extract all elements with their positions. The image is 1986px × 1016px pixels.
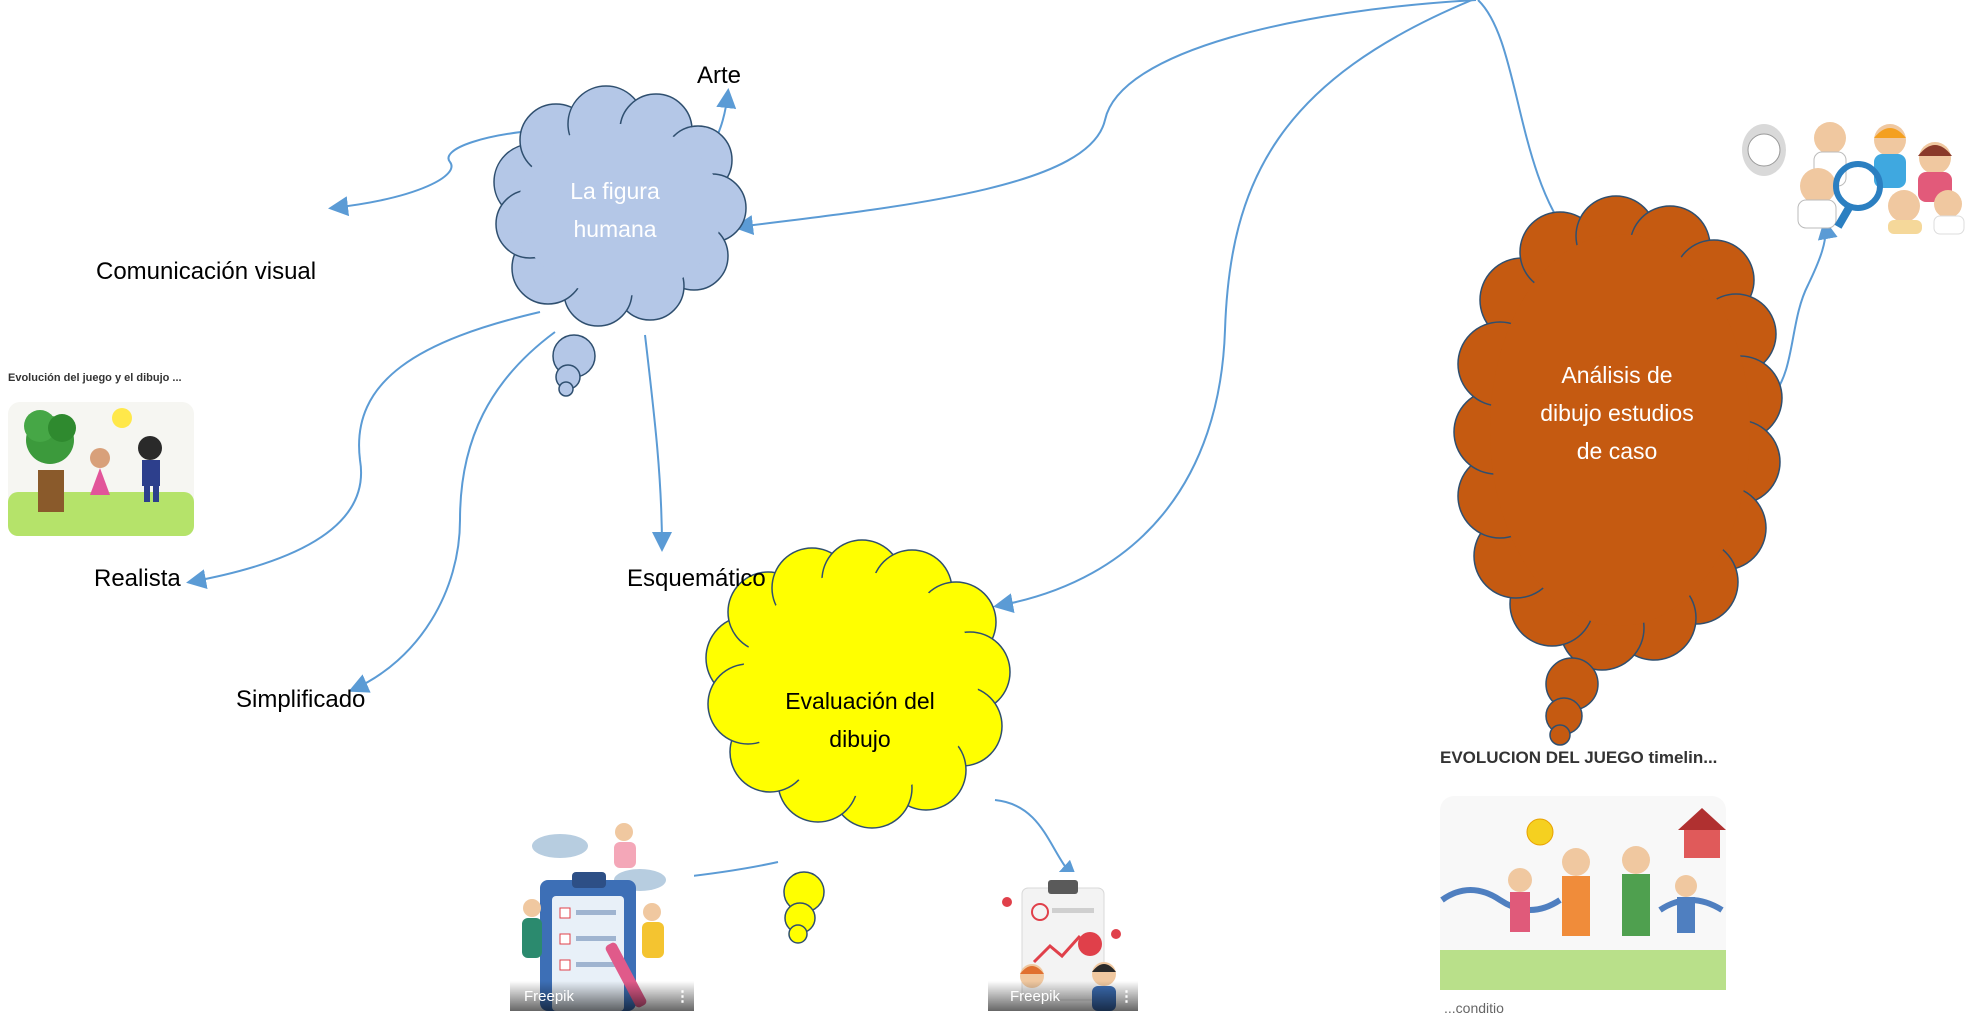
arrow-main-to-evaluacion: [993, 0, 1473, 613]
checklist-illustration: [510, 818, 694, 1011]
more-options-icon[interactable]: ⋮: [675, 988, 690, 1005]
cloud-evaluacion: [705, 539, 1011, 944]
children-drawing-image: [8, 402, 194, 536]
arrow-main-to-figura: [733, 0, 1477, 236]
label-esquematico: Esquemático: [627, 565, 766, 592]
freepik-overlay-left[interactable]: Freepik ⋮: [510, 818, 694, 1011]
medical-team-image: [1742, 122, 1965, 235]
arrow-to-esquematico: [644, 334, 672, 552]
arrow-evaluacion-to-right-img: [994, 799, 1078, 881]
arrow-main-to-analisis: [1477, 0, 1575, 244]
caption-evolucion-big[interactable]: EVOLUCION DEL JUEGO timelin...: [1440, 748, 1718, 767]
node-analisis[interactable]: Análisis de dibujo estudios de caso: [1540, 362, 1694, 464]
arrow-analisis-to-medical: [1772, 219, 1838, 396]
freepik-label-right: Freepik: [1010, 988, 1061, 1005]
arrow-to-simplificado: [348, 331, 556, 693]
cloud-analisis: [1453, 195, 1783, 746]
node-evaluacion[interactable]: Evaluación del dibujo: [785, 688, 935, 752]
node-figura-humana[interactable]: La figura humana: [570, 178, 660, 242]
more-options-icon[interactable]: ⋮: [1119, 988, 1134, 1005]
family-drawing-image: [1440, 796, 1726, 990]
cloud-figura-humana: [493, 85, 747, 397]
label-comunicacion-visual: Comunicación visual: [96, 258, 317, 285]
label-simplificado: Simplificado: [236, 686, 366, 713]
caption-evolucion-small[interactable]: Evolución del juego y el dibujo ...: [8, 372, 182, 384]
caption-bottom-cut: ...conditio: [1444, 1000, 1504, 1016]
freepik-overlay-right[interactable]: Freepik ⋮: [988, 872, 1138, 1011]
label-realista: Realista: [94, 565, 181, 592]
freepik-label-left: Freepik: [524, 988, 575, 1005]
arrow-to-comunicacion: [328, 127, 571, 217]
arrow-to-realista: [186, 311, 541, 589]
label-arte: Arte: [697, 62, 742, 89]
